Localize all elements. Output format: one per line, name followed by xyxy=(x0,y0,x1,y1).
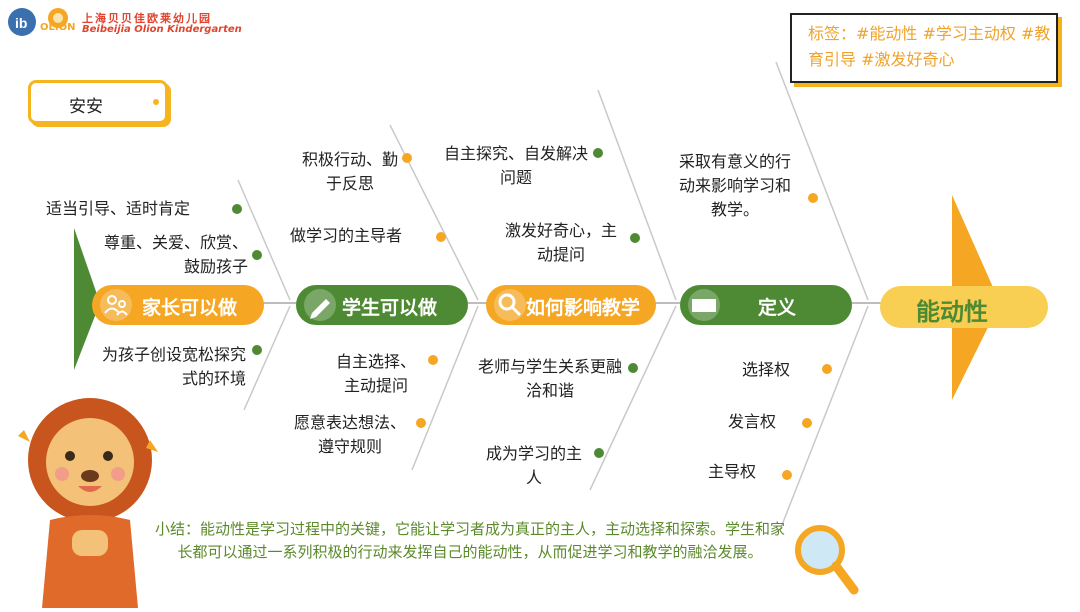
influence-item-4: 成为学习的主人 xyxy=(485,444,582,487)
bullet-icon xyxy=(428,355,438,365)
logo-icon: ib xyxy=(8,8,68,36)
child-name: 安安 xyxy=(69,97,103,117)
pencil-icon xyxy=(304,289,336,321)
influence-item-2: 激发好奇心，主动提问 xyxy=(504,221,617,264)
definition-item-4: 主导权 xyxy=(708,462,757,481)
bullet-icon xyxy=(232,204,242,214)
card-icon xyxy=(688,289,720,321)
bullet-icon xyxy=(782,470,792,480)
bone-students-label: 学生可以做 xyxy=(342,297,438,319)
bullet-icon xyxy=(402,153,412,163)
bullet-icon xyxy=(252,345,262,355)
definition-item-3: 发言权 xyxy=(728,412,777,431)
bullet-icon xyxy=(416,418,426,428)
bone-parents-label: 家长可以做 xyxy=(142,297,238,319)
students-item-3: 自主选择、主动提问 xyxy=(335,352,416,395)
school-name-cn: 上海贝贝佳欧莱幼儿园 xyxy=(82,12,212,25)
bullet-icon xyxy=(593,148,603,158)
tags-box: 标签：#能动性 #学习主动权 #教育引导 #激发好奇心 xyxy=(790,13,1058,83)
definition-item-2: 选择权 xyxy=(742,360,791,379)
bullet-icon xyxy=(802,418,812,428)
bullet-icon xyxy=(436,232,446,242)
students-item-4: 愿意表达想法、遵守规则 xyxy=(293,413,406,456)
school-name-en: Beibeijia Olion Kindergarten xyxy=(82,24,242,35)
bullet-icon xyxy=(808,193,818,203)
lion-mascot-icon xyxy=(10,390,170,608)
bullet-icon xyxy=(252,250,262,260)
bone-influence-label: 如何影响教学 xyxy=(526,297,641,319)
bullet-icon xyxy=(822,364,832,374)
summary-text: 小结：能动性是学习过程中的关键，它能让学习者成为真正的主人，主动选择和探索。学生… xyxy=(154,520,785,561)
bone-students: 学生可以做 xyxy=(296,285,468,325)
parents-item-2: 尊重、关爱、欣赏、鼓励孩子 xyxy=(103,233,248,276)
parents-item-1: 适当引导、适时肯定 xyxy=(46,199,191,218)
bullet-icon xyxy=(594,448,604,458)
definition-item-1: 采取有意义的行动来影响学习和教学。 xyxy=(678,152,791,219)
magnifier-decoration-icon xyxy=(790,520,860,600)
parent-child-icon xyxy=(100,289,132,321)
name-dot-icon xyxy=(153,99,159,105)
bone-definition-label: 定义 xyxy=(758,297,797,319)
bone-parents: 家长可以做 xyxy=(92,285,264,325)
parents-item-3: 为孩子创设宽松探究式的环境 xyxy=(101,345,246,388)
influence-item-3: 老师与学生关系更融洽和谐 xyxy=(478,357,623,400)
bone-definition: 定义 xyxy=(680,285,852,325)
logo-wordmark: OLION xyxy=(40,22,76,33)
magnifier-icon xyxy=(494,289,526,321)
svg-text:ib: ib xyxy=(15,15,27,31)
bullet-icon xyxy=(628,363,638,373)
influence-item-1: 自主探究、自发解决问题 xyxy=(444,144,589,187)
tail-icon xyxy=(74,228,100,370)
students-item-1: 积极行动、勤于反思 xyxy=(302,150,399,193)
fish-head: 能动性 xyxy=(880,286,1048,328)
name-box: 安安 xyxy=(28,80,168,124)
bullet-icon xyxy=(630,233,640,243)
bone-influence: 如何影响教学 xyxy=(486,285,656,325)
logo: ib xyxy=(6,6,78,40)
tags-text: 标签：#能动性 #学习主动权 #教育引导 #激发好奇心 xyxy=(808,24,1051,69)
head-label: 能动性 xyxy=(916,298,988,326)
students-item-2: 做学习的主导者 xyxy=(290,226,403,245)
